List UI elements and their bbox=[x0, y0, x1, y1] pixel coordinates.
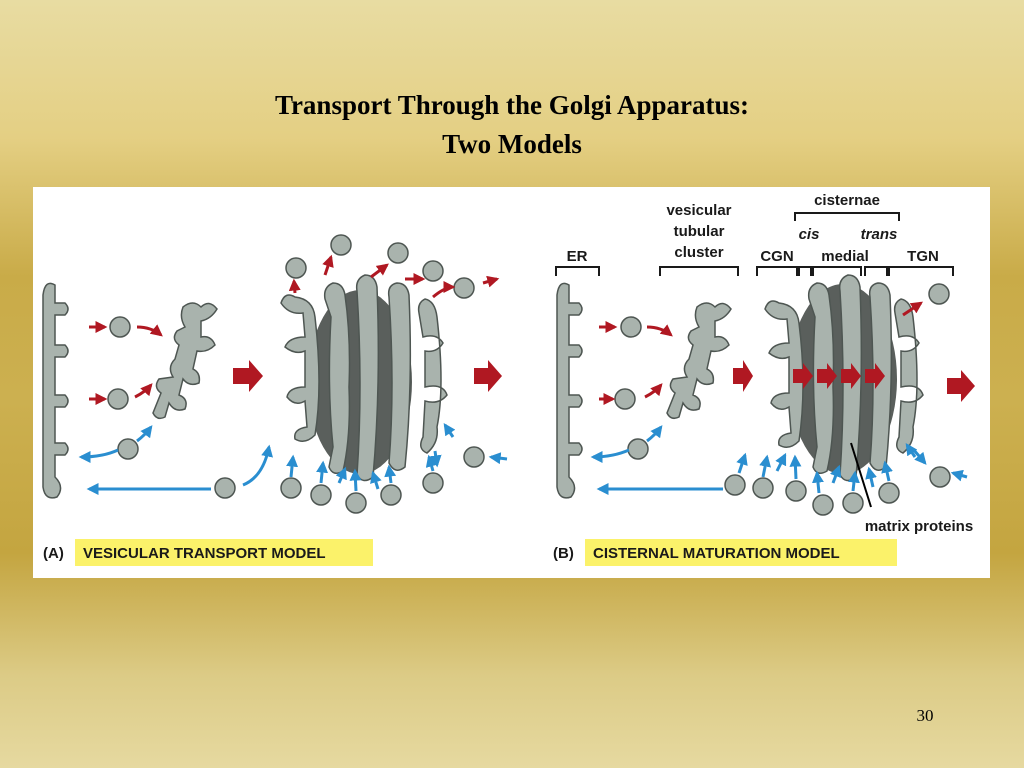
panel-b-diagram: ER vesicular tubular cluster cisternae c… bbox=[555, 192, 975, 535]
slide-title-line1: Transport Through the Golgi Apparatus: bbox=[274, 90, 750, 120]
golgi-diagram-svg: ER vesicular tubular cluster cisternae c… bbox=[42, 192, 975, 566]
label-medial: medial bbox=[821, 248, 869, 265]
panel-b-caption: CISTERNAL MATURATION MODEL bbox=[593, 545, 840, 562]
label-cgn: CGN bbox=[760, 248, 793, 265]
label-cisternae: cisternae bbox=[814, 192, 880, 209]
label-vtc-line1: vesicular bbox=[666, 202, 731, 219]
vesicles-a bbox=[107, 234, 485, 514]
panel-b-letter: (B) bbox=[553, 545, 574, 562]
retrograde-arrows-b bbox=[590, 425, 968, 495]
label-er: ER bbox=[567, 248, 588, 265]
page-number: 30 bbox=[916, 706, 934, 725]
forward-arrows-a bbox=[89, 254, 500, 405]
retrograde-arrows-a bbox=[78, 423, 508, 495]
golgi-stack-a bbox=[280, 274, 448, 482]
er-membrane-b bbox=[556, 282, 583, 499]
panel-a-diagram bbox=[42, 234, 508, 514]
label-vtc-line3: cluster bbox=[674, 244, 723, 261]
matrix-protein-pointer bbox=[850, 442, 872, 508]
big-arrow-b1 bbox=[733, 360, 753, 392]
label-trans: trans bbox=[861, 226, 898, 243]
vtc-membrane-a bbox=[152, 302, 218, 420]
vesicles-b bbox=[614, 283, 951, 516]
big-arrow-b2 bbox=[947, 370, 975, 402]
brackets-b bbox=[555, 212, 954, 276]
big-arrow-a1 bbox=[233, 360, 263, 392]
slide-title-line2: Two Models bbox=[442, 129, 582, 159]
panel-a-caption: VESICULAR TRANSPORT MODEL bbox=[83, 545, 326, 562]
big-arrow-a2 bbox=[474, 360, 502, 392]
label-vtc-line2: tubular bbox=[674, 223, 725, 240]
panel-b-caption-highlight bbox=[585, 539, 897, 566]
golgi-diagram-panel: ER vesicular tubular cluster cisternae c… bbox=[33, 187, 990, 578]
label-matrix-proteins: matrix proteins bbox=[865, 518, 973, 535]
forward-arrows-b bbox=[599, 301, 923, 405]
vtc-membrane-b bbox=[666, 302, 732, 420]
er-membrane-a bbox=[42, 282, 69, 499]
maturation-arrows-b bbox=[793, 363, 885, 389]
panel-a-letter: (A) bbox=[43, 545, 64, 562]
panel-a-caption-highlight bbox=[75, 539, 373, 566]
label-cis: cis bbox=[799, 226, 820, 243]
label-tgn: TGN bbox=[907, 248, 939, 265]
